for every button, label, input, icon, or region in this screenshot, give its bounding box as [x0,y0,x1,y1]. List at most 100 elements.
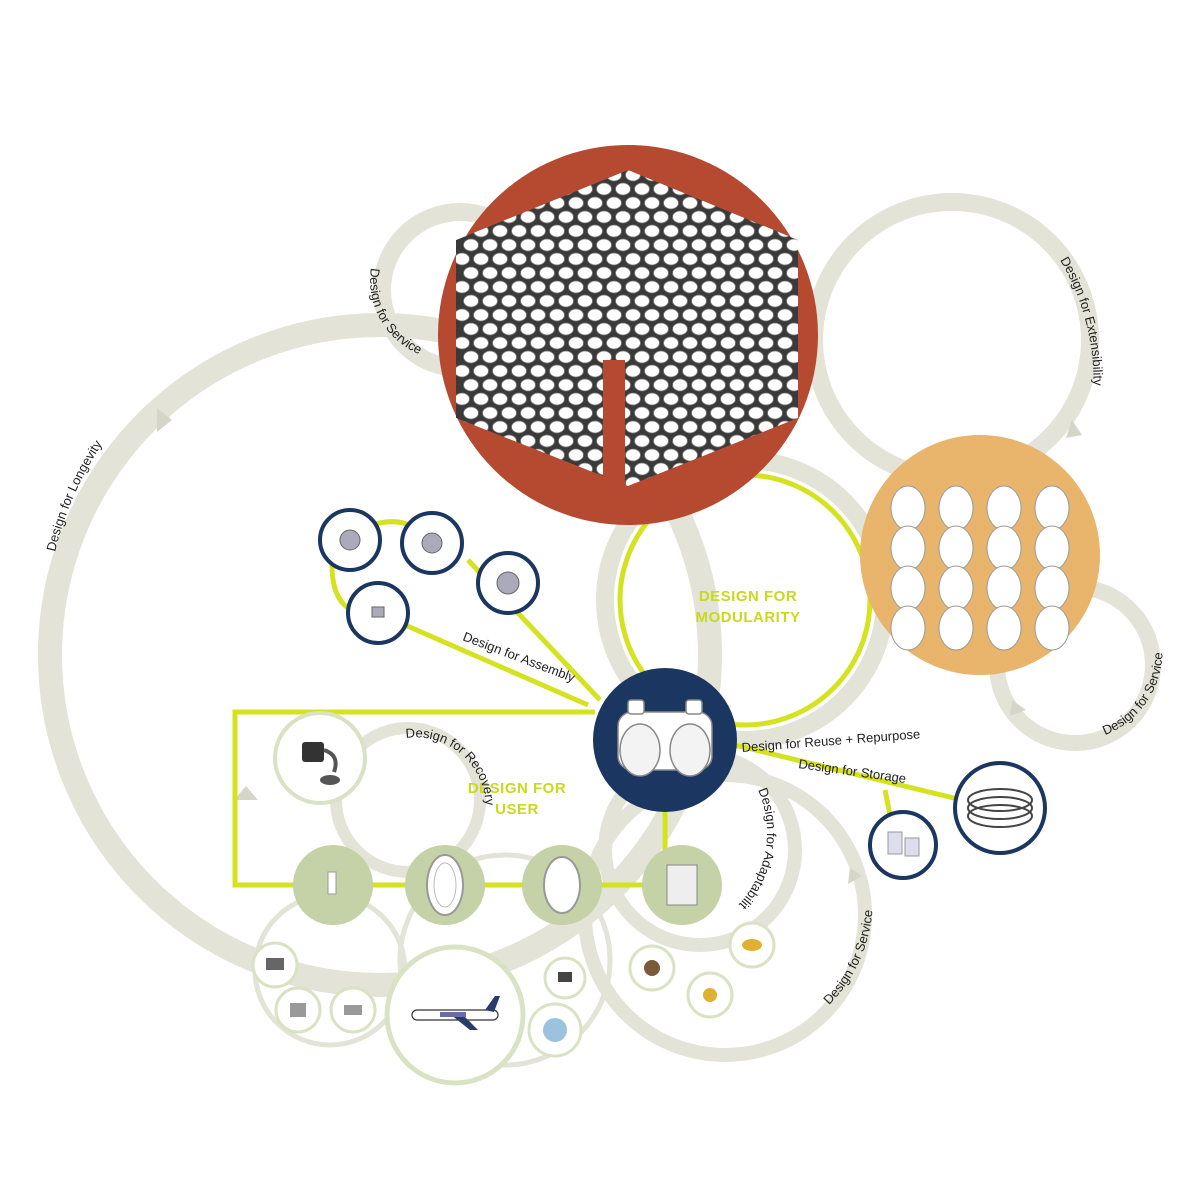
module-cell [511,224,527,238]
module-cell [456,364,470,378]
modular-structure-node[interactable] [438,145,818,525]
material-icons [251,921,776,1058]
module-cell [482,406,498,420]
module-cell [587,392,603,406]
module-cell [456,392,470,406]
module-cell [558,406,574,420]
module-cell [473,392,489,406]
module-cell [644,420,660,434]
module-cell [596,322,612,336]
module-cell [672,378,688,392]
module-cell [577,434,593,448]
airplane-node [384,944,526,1086]
module-cell [710,350,726,364]
module-cell [473,280,489,294]
module-cell [739,364,755,378]
label-design-for-recovery: Design for Recovery [405,725,498,806]
module-grid-cell [986,485,1022,531]
module-cell [492,170,508,182]
module-cell [606,336,622,350]
module-grid-cell [1034,485,1070,531]
module-cell [456,308,470,322]
module-cell [482,182,498,196]
module-grid-cell [938,525,974,571]
module-cell [596,266,612,280]
module-cell [501,266,517,280]
module-cell [587,308,603,322]
module-cell [682,392,698,406]
arrow-chevron [1066,420,1082,438]
module-cell [520,322,536,336]
module-grid-node[interactable] [860,435,1100,675]
module-cell [729,350,745,364]
module-cell [463,238,479,252]
module-cell [463,462,479,476]
module-cell [501,238,517,252]
module-cell [758,336,774,350]
module-cell [710,434,726,448]
modularity-hub-title-1: DESIGN FOR [699,588,797,605]
module-cell [739,420,755,434]
module-cell [663,420,679,434]
module-cell [615,210,631,224]
module-cell [663,280,679,294]
module-cell [710,210,726,224]
module-cell [682,336,698,350]
module-cell [691,294,707,308]
module-cell [456,280,470,294]
module-cell [682,308,698,322]
module-cell [549,224,565,238]
module-cell [691,238,707,252]
module-cell [739,392,755,406]
module-cell [663,364,679,378]
central-module-hub[interactable] [593,668,737,812]
material-icon-glyphs [266,939,762,1042]
module-cell [558,378,574,392]
module-cell [520,406,536,420]
module-cell [767,182,783,196]
module-cell [672,266,688,280]
module-cell [777,364,793,378]
module-cell [530,364,546,378]
module-cell [539,406,555,420]
module-cell [492,252,508,266]
module-cell [672,350,688,364]
module-cell [625,392,641,406]
module-cell [520,350,536,364]
module-cell [777,170,793,182]
module-cell [520,294,536,308]
module-cell [653,266,669,280]
module-cell [606,308,622,322]
module-cell [663,252,679,266]
module-grid-cell [890,605,926,651]
module-cell [596,210,612,224]
user-ring [397,852,613,1068]
module-grid-cell [986,605,1022,651]
module-cell [787,491,802,503]
module-cell [777,196,793,210]
module-grid-cell [1034,525,1070,571]
module-cell [767,350,783,364]
module-cell [456,170,470,182]
module-cell [577,378,593,392]
module-cell [672,434,688,448]
module-cell [558,210,574,224]
module-cell [482,378,498,392]
module-cell [767,322,783,336]
module-cell [473,308,489,322]
module-cell [739,224,755,238]
module-cell [663,392,679,406]
module-cell [568,420,584,434]
storage-line [734,742,996,811]
module-grid-cell [938,605,974,651]
module-cell [701,252,717,266]
window-module-unit-icon [617,699,713,777]
module-cell [568,392,584,406]
module-cell [568,336,584,350]
flat-pack-boxes-icon [868,810,938,880]
module-cell [720,336,736,350]
module-cell [577,322,593,336]
module-cell [691,322,707,336]
module-cell [644,336,660,350]
module-cell [720,224,736,238]
